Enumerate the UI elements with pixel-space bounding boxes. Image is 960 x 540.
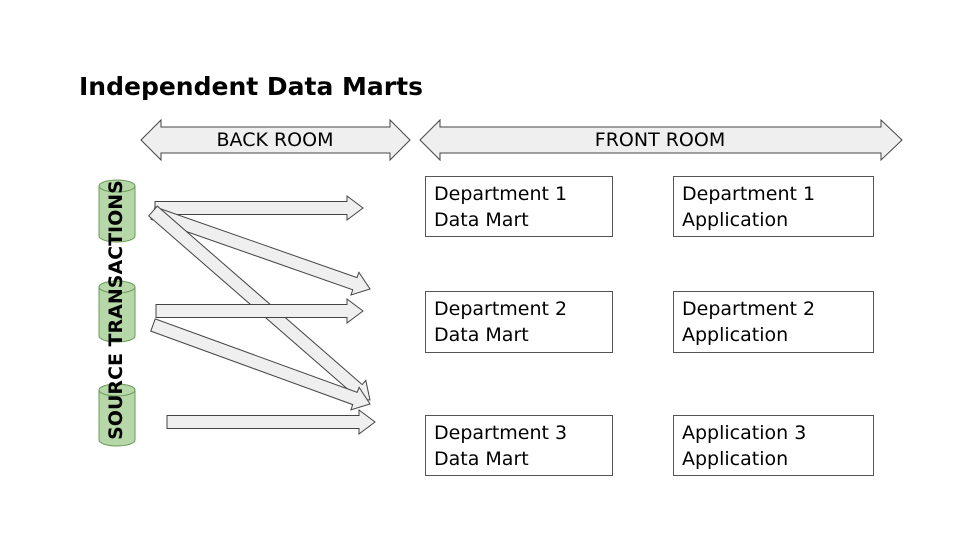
data-mart-2-line2: Data Mart [434,324,529,346]
flow-arrow-src3-dm3 [166,409,376,435]
application-3-line2: Application [682,448,789,470]
flow-arrow-src2-dm2 [155,298,364,324]
application-2-box: Department 2 Application [673,291,874,353]
front-room-label: FRONT ROOM [594,129,726,151]
application-1-line2: Application [682,209,789,231]
source-cylinder-3 [98,383,136,447]
slide-title: Independent Data Marts [79,72,423,101]
data-mart-1-line1: Department 1 [434,183,568,205]
flow-arrow-src1-dm1 [154,195,364,221]
data-mart-2-line1: Department 2 [434,298,568,320]
application-1-line1: Department 1 [682,183,816,205]
data-mart-1-line2: Data Mart [434,209,529,231]
data-mart-3-box: Department 3 Data Mart [425,415,613,476]
data-mart-1-box: Department 1 Data Mart [425,176,613,237]
back-room-label: BACK ROOM [216,129,334,151]
flow-arrows [147,195,376,435]
data-mart-3-line1: Department 3 [434,422,568,444]
source-cylinder-1 [98,179,136,243]
front-room-arrow [419,118,903,162]
back-room-arrow [140,118,411,162]
data-mart-2-box: Department 2 Data Mart [425,291,613,353]
flow-arrow-src1-dm2 [150,206,371,296]
data-mart-3-line2: Data Mart [434,448,529,470]
source-cylinder-2 [98,280,136,343]
application-2-line2: Application [682,324,789,346]
application-1-box: Department 1 Application [673,176,874,237]
source-transactions-label: SOURCE TRANSACTIONS [105,180,127,440]
application-2-line1: Department 2 [682,298,816,320]
application-3-box: Application 3 Application [673,415,874,476]
application-3-line1: Application 3 [682,422,807,444]
flow-arrow-src2-dm3 [150,318,371,411]
